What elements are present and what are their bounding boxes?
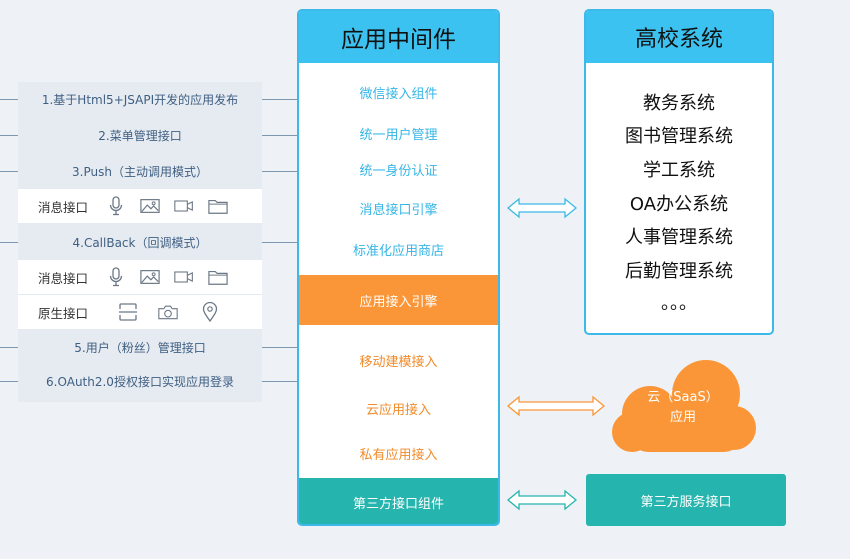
middleware-item-mobile-modeling: 移动建模接入 xyxy=(359,355,438,370)
middleware-item-wechat: 微信接入组件 xyxy=(359,87,438,102)
connector-line xyxy=(0,242,18,243)
middleware-item-cloud-access: 云应用接入 xyxy=(365,403,431,418)
cloud-saas-label: 云（SaaS） 应用 xyxy=(608,388,758,428)
double-arrow-icon xyxy=(506,197,578,219)
university-item-oa-office: OA办公系统 xyxy=(629,194,729,215)
university-title: 高校系统 xyxy=(586,11,772,63)
connector-line xyxy=(262,242,297,243)
native-interface-row: 原生接口 xyxy=(18,295,262,329)
middleware-item-message-engine: 消息接口引擎 xyxy=(359,203,438,218)
connector-line xyxy=(262,171,297,172)
middleware-item-unified-user: 统一用户管理 xyxy=(359,128,438,143)
double-arrow-icon xyxy=(506,489,578,511)
connector-line xyxy=(0,381,18,382)
university-item-hr: 人事管理系统 xyxy=(625,227,733,248)
microphone-icon xyxy=(106,196,126,216)
message-interface-label: 消息接口 xyxy=(38,270,89,286)
connector-line xyxy=(0,99,18,100)
folder-icon xyxy=(208,267,228,287)
camera-icon xyxy=(158,302,178,322)
connector-line xyxy=(0,347,18,348)
middleware-item-unified-auth: 统一身份认证 xyxy=(359,164,438,179)
double-arrow-icon xyxy=(506,395,606,417)
api-item-callback-mode: 4.CallBack（回调模式） xyxy=(72,235,208,250)
connector-line xyxy=(262,99,297,100)
university-item-ellipsis: 。。。 xyxy=(661,293,697,314)
image-icon xyxy=(140,196,160,216)
cloud-label-line2: 应用 xyxy=(669,410,696,425)
message-interface-label: 消息接口 xyxy=(38,199,89,215)
microphone-icon xyxy=(106,267,126,287)
third-party-service-box: 第三方服务接口 xyxy=(586,474,786,526)
api-item-menu-management: 2.菜单管理接口 xyxy=(98,128,182,143)
middleware-item-app-store: 标准化应用商店 xyxy=(352,244,444,259)
cloud-label-line1: 云（SaaS） xyxy=(647,390,719,405)
connector-line xyxy=(262,381,297,382)
middleware-item-private-access: 私有应用接入 xyxy=(359,448,438,463)
native-interface-label: 原生接口 xyxy=(38,305,89,321)
connector-line xyxy=(0,171,18,172)
api-list-panel xyxy=(18,82,262,402)
university-systems-box: 高校系统 教务系统 图书管理系统 学工系统 OA办公系统 人事管理系统 后勤管理… xyxy=(584,9,774,335)
connector-line xyxy=(262,135,297,136)
message-interface-row: 消息接口 xyxy=(18,189,262,223)
api-item-user-management: 5.用户（粉丝）管理接口 xyxy=(74,340,206,355)
middleware-title: 应用中间件 xyxy=(299,11,498,63)
connector-line xyxy=(262,347,297,348)
folder-icon xyxy=(208,196,228,216)
video-icon xyxy=(174,267,194,287)
api-item-oauth-login: 6.OAuth2.0授权接口实现应用登录 xyxy=(46,374,234,389)
university-item-student-affairs: 学工系统 xyxy=(643,160,715,181)
connector-line xyxy=(0,135,18,136)
middleware-access-engine: 应用接入引擎 xyxy=(299,275,498,325)
university-item-academic-affairs: 教务系统 xyxy=(643,93,715,114)
location-pin-icon xyxy=(200,302,220,322)
image-icon xyxy=(140,267,160,287)
scan-icon xyxy=(118,302,138,322)
message-interface-row: 消息接口 xyxy=(18,260,262,294)
middleware-box: 应用中间件 微信接入组件 统一用户管理 统一身份认证 消息接口引擎 标准化应用商… xyxy=(297,9,500,526)
video-icon xyxy=(174,196,194,216)
university-item-logistics: 后勤管理系统 xyxy=(625,261,733,282)
university-item-library: 图书管理系统 xyxy=(625,126,733,147)
cloud-icon xyxy=(612,360,756,452)
api-item-push-mode: 3.Push（主动调用模式） xyxy=(72,164,208,179)
api-item-html5-publish: 1.基于Html5+JSAPI开发的应用发布 xyxy=(41,92,239,107)
middleware-third-party-component: 第三方接口组件 xyxy=(299,478,498,524)
